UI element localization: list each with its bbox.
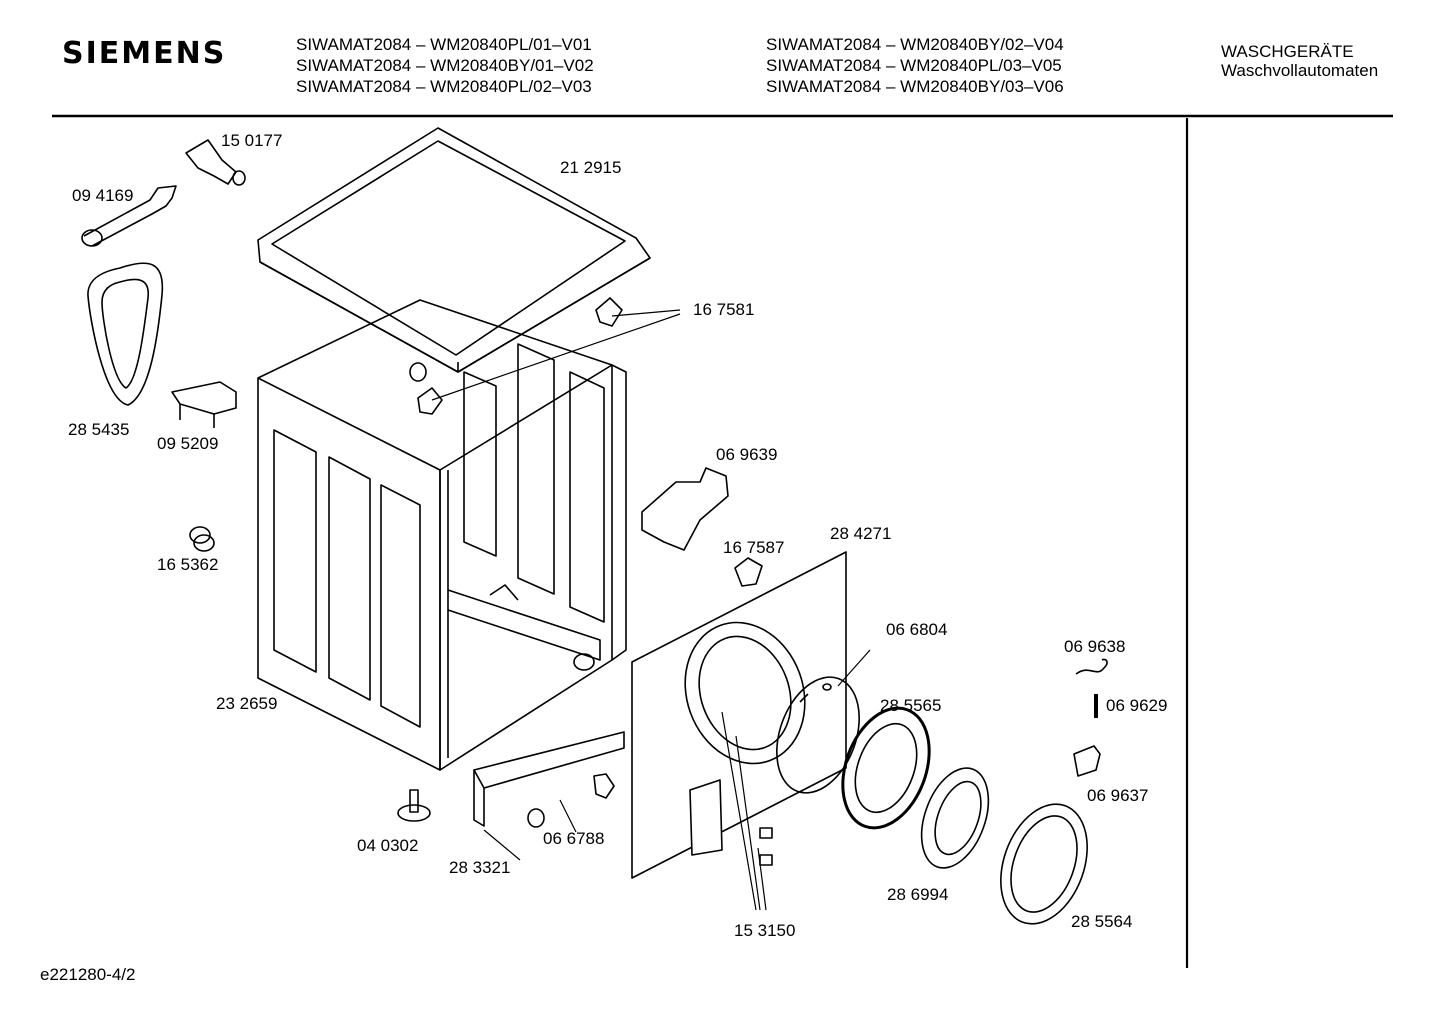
cabinet-part	[257, 299, 627, 771]
part-label: 28 5565	[880, 696, 942, 715]
spanner-part	[81, 185, 177, 247]
model-line: SIWAMAT2084 – WM20840BY/02–V04	[766, 35, 1064, 54]
model-list-right: SIWAMAT2084 – WM20840BY/02–V04 SIWAMAT20…	[766, 34, 1064, 97]
part-label: 28 5564	[1071, 912, 1133, 931]
clip-16-7581-part	[409, 297, 623, 415]
hose-loop-part	[87, 262, 164, 406]
foot-cap-part	[189, 526, 215, 552]
front-panel-part	[631, 551, 847, 879]
part-label: 06 9629	[1106, 696, 1168, 715]
clip-06-6788-part	[593, 773, 615, 799]
clip-16-7587-part	[734, 557, 763, 587]
bracket-part	[171, 381, 237, 428]
category-block: WASCHGERÄTE Waschvollautomaten	[1221, 42, 1378, 80]
part-label: 28 5435	[68, 420, 130, 439]
door-lock-part	[641, 467, 729, 551]
part-label: 06 6804	[886, 620, 948, 639]
part-label: 06 6788	[543, 829, 605, 848]
drawing-id: e221280-4/2	[40, 965, 136, 984]
model-line: SIWAMAT2084 – WM20840BY/01–V02	[296, 56, 594, 75]
part-label: 15 0177	[221, 131, 283, 150]
leveling-foot-part	[397, 789, 431, 822]
part-label: 15 3150	[734, 921, 796, 940]
part-label: 06 9637	[1087, 786, 1149, 805]
drain-knob-part	[527, 808, 545, 828]
brand-logo: SIEMENS	[62, 36, 227, 71]
category-subtitle: Waschvollautomaten	[1221, 61, 1379, 80]
part-label: 09 4169	[72, 186, 134, 205]
top-cover-part	[257, 127, 651, 373]
part-label: 21 2915	[560, 158, 622, 177]
outer-door-ring-part	[1000, 803, 1088, 925]
part-label: 06 9638	[1064, 637, 1126, 656]
model-line: SIWAMAT2084 – WM20840PL/01–V01	[296, 35, 592, 54]
model-line: SIWAMAT2084 – WM20840PL/02–V03	[296, 77, 592, 96]
handle-part	[1073, 745, 1101, 777]
door-ring-part	[841, 706, 931, 830]
part-label: 16 7581	[693, 300, 755, 319]
part-label: 28 4271	[830, 524, 892, 543]
category-title: WASCHGERÄTE	[1221, 42, 1354, 61]
door-seal-part	[776, 676, 860, 794]
part-label: 23 2659	[216, 694, 278, 713]
model-line: SIWAMAT2084 – WM20840BY/03–V06	[766, 77, 1064, 96]
hose-connector-part	[185, 139, 246, 186]
part-label: 09 5209	[157, 434, 219, 453]
part-label: 16 5362	[157, 555, 219, 574]
part-label: 16 7587	[723, 538, 785, 557]
part-label: 28 6994	[887, 885, 949, 904]
spring-part	[1075, 658, 1108, 675]
model-line: SIWAMAT2084 – WM20840PL/03–V05	[766, 56, 1062, 75]
leader-lines	[431, 309, 871, 911]
part-label: 06 9639	[716, 445, 778, 464]
part-label: 04 0302	[357, 836, 419, 855]
part-label: 28 3321	[449, 858, 511, 877]
model-list-left: SIWAMAT2084 – WM20840PL/01–V01 SIWAMAT20…	[296, 34, 594, 97]
inner-door-ring-part	[920, 767, 990, 869]
plinth-part	[473, 731, 625, 827]
